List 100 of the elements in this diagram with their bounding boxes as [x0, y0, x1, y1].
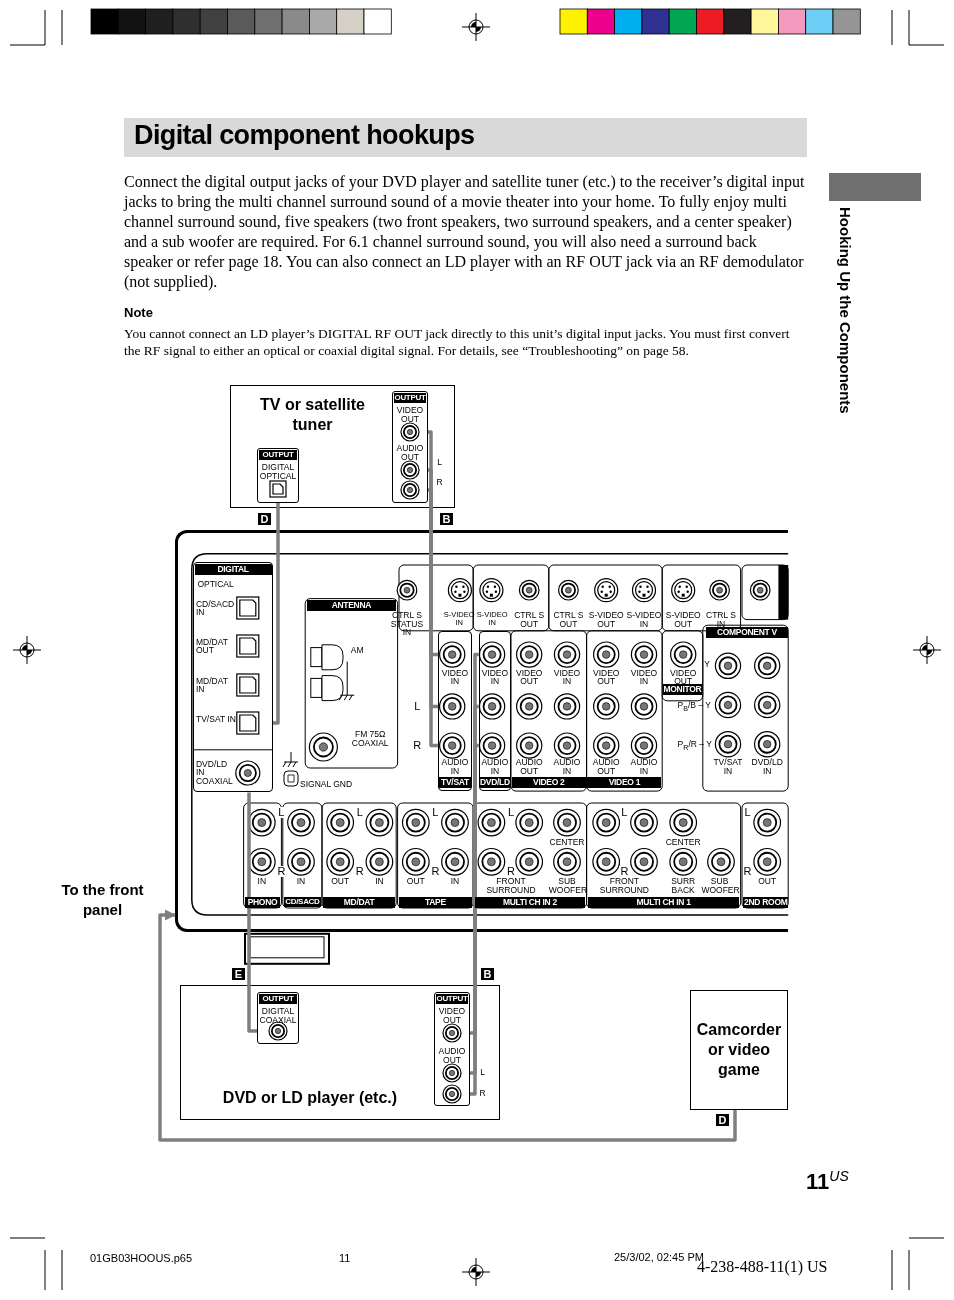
jack-label: S-VIDEO IN [625, 611, 663, 629]
device-box [180, 985, 500, 1120]
panel-heading: OUTPUT [259, 994, 297, 1005]
jack-label: SUB WOOFER [701, 877, 738, 895]
jack-panel [392, 391, 428, 503]
jack-label: S-VIDEO OUT [588, 611, 625, 629]
panel-heading: PHONO [245, 896, 280, 908]
jack-label: SURR BACK [670, 877, 697, 895]
jack-label: P$_{B}$/B – Y [677, 700, 712, 713]
title: Digital component hookups [124, 118, 807, 157]
device-box [230, 385, 455, 508]
jack-label: DIGITAL OPTICAL [259, 463, 297, 480]
cable-letter: B [481, 968, 494, 980]
device-label: Camcorder or video game [695, 1020, 783, 1080]
section-tab-marker [829, 173, 921, 201]
jack-label: AUDIO OUT [395, 444, 425, 461]
jack-label: CENTER [548, 838, 586, 847]
jack-label: S-VIDEO OUT [665, 611, 702, 629]
footer-text: 01GB03HOOUS.p65 [90, 1252, 194, 1264]
cable [428, 488, 439, 748]
channel-label: L [506, 807, 516, 819]
jack-label: CENTER [665, 838, 702, 847]
panel-heading: OUTPUT [436, 994, 468, 1005]
jack-label: VIDEO IN [480, 668, 510, 686]
panel-heading: OUTPUT [394, 393, 426, 404]
cable-letter: E [232, 968, 245, 980]
channel-label: L [430, 807, 441, 819]
channel-label: R [478, 1089, 487, 1098]
jack-label: CTRL S OUT [513, 611, 546, 629]
jack-label: DVD/LD IN COAXIAL [196, 760, 234, 786]
jack-group-panel [438, 630, 472, 792]
channel-label: R [619, 866, 630, 878]
cable [470, 652, 479, 1035]
cable-letter: D [716, 1114, 729, 1126]
channel-label: L [435, 458, 444, 467]
jack-label: Y [704, 660, 711, 669]
cable-letter: D [258, 513, 271, 525]
jack-label: TV/SAT IN [712, 758, 744, 776]
panel-heading: VIDEO 1 [587, 777, 662, 789]
jack-label: VIDEO OUT [437, 1007, 467, 1024]
panel-heading: CD/SACD [283, 896, 322, 908]
page-number: 11$^{US}$ [806, 1168, 850, 1196]
jack-label: MD/DAT OUT [196, 638, 229, 655]
channel-label: L [354, 807, 365, 819]
channel-label: R [412, 740, 423, 752]
jack-label: OPTICAL [197, 580, 235, 589]
cable [470, 743, 479, 1096]
annotation: To the front panel [60, 880, 145, 920]
jack-label: SIGNAL GND [300, 780, 354, 789]
jack-label: AUDIO IN [629, 758, 659, 776]
channel-label: R [742, 866, 753, 878]
jack-label: AUDIO IN [480, 758, 510, 776]
jack-label: VIDEO IN [552, 668, 582, 686]
jack-label: DIGITAL COAXIAL [259, 1007, 297, 1024]
jack-label: CD/SACD IN [196, 600, 236, 617]
jack-group-panel [478, 630, 511, 792]
jack-label: AUDIO OUT [591, 758, 621, 776]
jack-label: MD/DAT IN [196, 677, 229, 694]
panel-heading: TAPE [399, 896, 472, 908]
channel-label: L [478, 1068, 487, 1077]
jack-label: DVD/LD IN [750, 758, 784, 776]
jack-group-panel [193, 562, 273, 793]
jack-panel [257, 992, 299, 1044]
channel-label: R [430, 866, 441, 878]
channel-label: L [412, 700, 423, 712]
panel-heading: MULTI CH IN 2 [474, 896, 586, 908]
note-text: You cannot connect an LD player’s DIGITAL RF OUT jack directly to this unit’s digital input jacks. You must first convert the RF signal to either an optical or coaxial digital signal. For details, see “Troubleshooting” on page 58. [124, 326, 791, 359]
device-box [690, 990, 788, 1110]
jack-label: VIDEO OUT [514, 668, 544, 686]
panel-heading: OUTPUT [259, 450, 297, 461]
panel-heading: 2ND ROOM [743, 896, 789, 908]
panel-heading: VIDEO 2 [511, 777, 586, 789]
channel-label: L [619, 807, 630, 819]
jack-label: VIDEO OUT [669, 668, 697, 686]
section-tab-label: Hooking Up the Components [836, 207, 854, 414]
panel-heading: MULTI CH IN 1 [588, 896, 740, 908]
channel-label: R [506, 866, 516, 878]
panel-heading: DIGITAL [194, 563, 272, 575]
channel-label: R [276, 866, 287, 878]
jack-label: FM 75Ω COAXIAL [350, 730, 390, 748]
jack-label: AUDIO OUT [514, 758, 544, 776]
panel-heading: MONITOR [662, 684, 703, 696]
jack-label: VIDEO IN [440, 668, 470, 686]
channel-label: R [435, 478, 444, 487]
panel-heading: DVD/LD [479, 777, 510, 789]
cable [247, 792, 257, 1033]
cable [428, 468, 439, 709]
cable [273, 503, 280, 725]
device-label: DVD or LD player (etc.) [221, 1088, 399, 1108]
device-label: TV or satellite tuner [259, 395, 366, 435]
jack-label: FRONT SURROUND [598, 877, 650, 895]
jack-panel [257, 448, 299, 503]
jack-label: IN [449, 877, 461, 886]
jack-label: AM [349, 646, 365, 655]
paragraph: Connect the digital output jacks of your DVD player and satellite tuner (etc.) to the receiver’s digital input jacks to bring the multi channel surround sound of a movie theater into your home. To fully enjoy multi channel surround sound, five speakers (two front speakers, two surround speakers, and a center speaker) and a sub woofer are required. For 6.1 channel surround sound, you will also need a surround back speaker or refer page 18. You can also connect an LD player with an RF OUT jack via an RF demodulator (not supplied). [124, 172, 806, 292]
footer-text: 11 [339, 1252, 352, 1264]
panel-heading: ANTENNA [306, 600, 397, 612]
jack-label: SUB WOOFER [548, 877, 586, 895]
cable-letter: B [440, 513, 453, 525]
channel-label: R [354, 866, 365, 878]
